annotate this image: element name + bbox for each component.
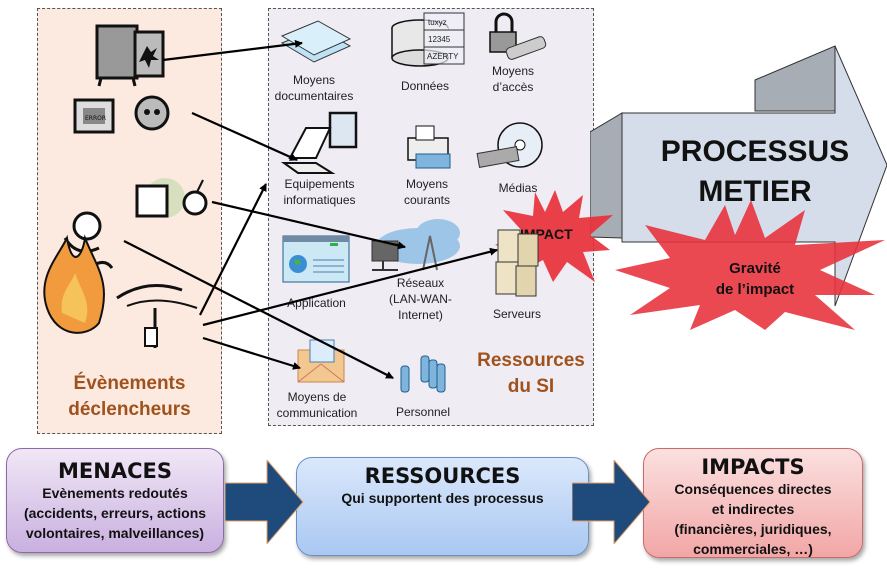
safe-break-in-icon <box>95 24 165 87</box>
gravity-label: Gravité de l’impact <box>700 258 810 300</box>
impacts-title: IMPACTS <box>701 455 805 479</box>
label-line: d’accès <box>492 80 534 94</box>
resources-title-line2: du SI <box>507 376 555 397</box>
resources-title-line1: Ressources <box>477 350 585 371</box>
ressources-title: RESSOURCES <box>364 464 521 488</box>
storm-lightning-icon <box>116 284 198 348</box>
label-line: courants <box>403 193 451 207</box>
malicious-person-bomb-icon <box>135 178 208 218</box>
ressources-line: Qui supportent des processus <box>341 490 544 506</box>
label-moyens-acces: Moyens d’accès <box>478 63 548 95</box>
impacts-box: IMPACTS Conséquences directes et indirec… <box>643 448 863 558</box>
data-cell-2: 12345 <box>428 35 451 44</box>
label-moyens-communication: Moyens de communication <box>268 389 366 421</box>
documents-icon <box>280 20 352 63</box>
label-personnel: Personnel <box>388 404 458 420</box>
people-icon <box>400 355 446 393</box>
data-cell-3: AZERTY <box>427 52 459 61</box>
label-line: (LAN-WAN- <box>389 292 452 306</box>
arrow-bomb-to-network <box>211 200 406 250</box>
data-cell-1: tuxyz <box>428 18 447 27</box>
events-title-line1: Évènements <box>73 373 186 394</box>
servers-icon <box>495 229 539 297</box>
impacts-line: et indirectes <box>711 501 795 517</box>
gravity-burst <box>615 200 885 330</box>
process-line1: PROCESSUS <box>660 135 850 168</box>
database-icon <box>391 12 465 67</box>
resources-title: Ressources du SI <box>470 348 592 400</box>
gravity-line2: de l’impact <box>715 281 795 298</box>
menaces-title: MENACES <box>58 459 172 483</box>
event-icons: ERROR <box>43 24 208 348</box>
arrow-storm-to-servers <box>202 247 498 327</box>
network-icon <box>371 219 460 271</box>
flow-arrow-1 <box>225 460 304 544</box>
gravity-line1: Gravité <box>729 260 781 277</box>
label-line: Moyens <box>292 73 336 87</box>
arrow-error-to-equipment <box>191 111 298 162</box>
flow-arrow-2 <box>572 460 651 544</box>
arrow-fall-to-personnel <box>123 240 394 379</box>
fire-icon <box>43 234 105 334</box>
ressources-box: RESSOURCES Qui supportent des processus <box>296 457 589 556</box>
label-serveurs: Serveurs <box>482 306 552 322</box>
arrow-storm-to-communication <box>202 336 301 370</box>
menaces-line: volontaires, malveillances) <box>25 525 205 541</box>
fax-phone-icon <box>407 125 451 169</box>
application-window-icon <box>282 235 350 283</box>
svg-text:ERROR: ERROR <box>85 115 106 122</box>
label-line: Serveurs <box>492 307 542 321</box>
resource-icons: tuxyz 12345 AZERTY <box>280 12 547 393</box>
connector-arrows <box>123 39 498 379</box>
events-title: Évènements déclencheurs <box>37 371 222 423</box>
label-line: Moyens <box>405 177 449 191</box>
process-title: PROCESSUS METIER <box>640 132 870 212</box>
process-line2: METIER <box>698 175 812 208</box>
label-moyens-courants: Moyens courants <box>392 176 462 208</box>
label-line: documentaires <box>274 89 354 103</box>
impacts-line: Conséquences directes <box>674 481 832 497</box>
label-line: informatiques <box>283 193 356 207</box>
menaces-line: (accidents, erreurs, actions <box>23 505 207 521</box>
label-moyens-documentaires: Moyens documentaires <box>268 72 360 104</box>
user-error-icon: ERROR <box>73 95 170 134</box>
label-line: Internet) <box>398 308 443 322</box>
computer-icon <box>280 111 358 174</box>
menaces-line: Evènements redoutés <box>42 485 188 501</box>
label-line: Médias <box>498 181 538 195</box>
events-title-line2: déclencheurs <box>68 399 191 420</box>
label-donnees: Données <box>385 78 465 94</box>
impacts-line: commerciales, …) <box>693 541 813 557</box>
label-line: communication <box>276 406 358 420</box>
label-line: Equipements <box>284 177 355 191</box>
label-line: Personnel <box>395 405 451 419</box>
arrow-safe-to-docs <box>162 39 303 62</box>
lock-usb-icon <box>489 12 547 60</box>
cd-media-icon <box>476 122 543 168</box>
label-reseaux: Réseaux (LAN-WAN- Internet) <box>378 275 463 323</box>
impacts-line: (financières, juridiques, <box>674 521 832 537</box>
menaces-box: MENACES Evènements redoutés (accidents, … <box>6 448 224 553</box>
label-line: Moyens de <box>287 390 347 404</box>
label-line: Réseaux <box>396 276 445 290</box>
label-medias: Médias <box>488 180 548 196</box>
label-equipements-informatiques: Equipements informatiques <box>272 176 367 208</box>
label-line: Moyens <box>491 64 535 78</box>
arrow-storm-to-equipment <box>199 183 267 316</box>
label-line: Données <box>400 79 450 93</box>
